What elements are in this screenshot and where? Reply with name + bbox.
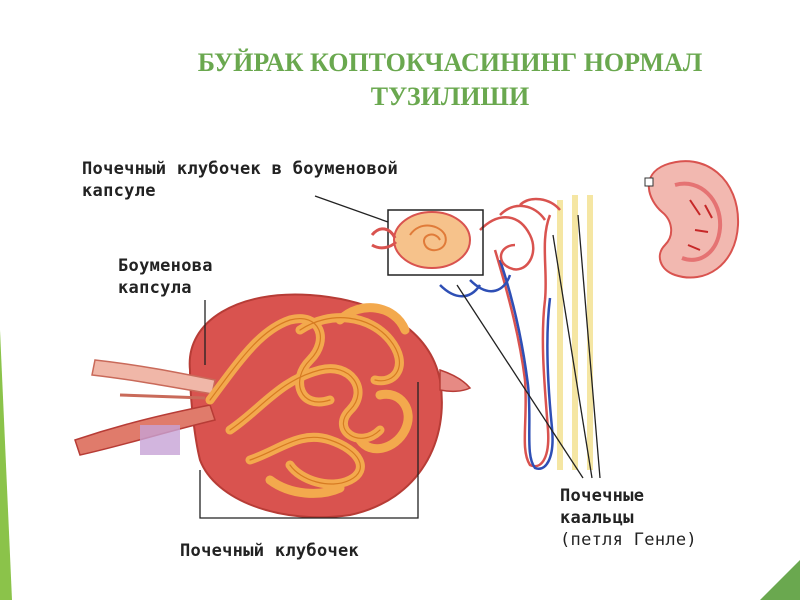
label-bowman-capsule-line2: капсула	[118, 278, 192, 298]
label-renal-tubules-line1: Почечные	[560, 486, 645, 506]
label-glomerulus: Почечный клубочек	[180, 540, 359, 562]
label-glomerulus-text: Почечный клубочек	[180, 541, 360, 561]
label-bowman-capsule: Боуменова капсула	[118, 255, 213, 299]
leader-lines	[199, 195, 601, 519]
small-glomerulus	[370, 209, 484, 276]
title-line-1: БУЙРАК КОПТОКЧАСИНИНГ НОРМАЛ	[197, 48, 703, 77]
arterioles	[74, 359, 216, 456]
leader-glomerulus-bracket	[199, 382, 419, 519]
leader-tubules-1	[456, 284, 584, 479]
leader-glomerulus-in-capsule	[314, 195, 389, 223]
leader-tubules-3	[577, 214, 601, 479]
leader-tubules-2	[552, 234, 593, 479]
loop-of-henle	[439, 197, 561, 470]
left-green-accent	[0, 330, 12, 600]
right-corner-accent	[760, 560, 800, 600]
title-line-2: ТУЗИЛИШИ	[370, 82, 530, 111]
glomerular-capillaries-outline	[209, 317, 401, 485]
label-bowman-capsule-line1: Боуменова	[118, 256, 213, 276]
label-renal-tubules-line3: (петля Генле)	[560, 530, 697, 550]
kidney-illustration	[644, 160, 740, 279]
label-renal-tubules-line2: каальцы	[560, 508, 634, 528]
label-renal-tubules: Почечные каальцы (петля Генле)	[560, 485, 697, 551]
label-glomerulus-in-capsule-line1: Почечный клубочек в боуменовой	[82, 159, 399, 179]
label-glomerulus-in-capsule-line2: капсуле	[82, 181, 156, 201]
label-glomerulus-in-capsule: Почечный клубочек в боуменовой капсуле	[82, 158, 398, 202]
collecting-duct	[557, 195, 593, 470]
slide-title: БУЙРАК КОПТОКЧАСИНИНГ НОРМАЛ ТУЗИЛИШИ	[120, 46, 780, 114]
